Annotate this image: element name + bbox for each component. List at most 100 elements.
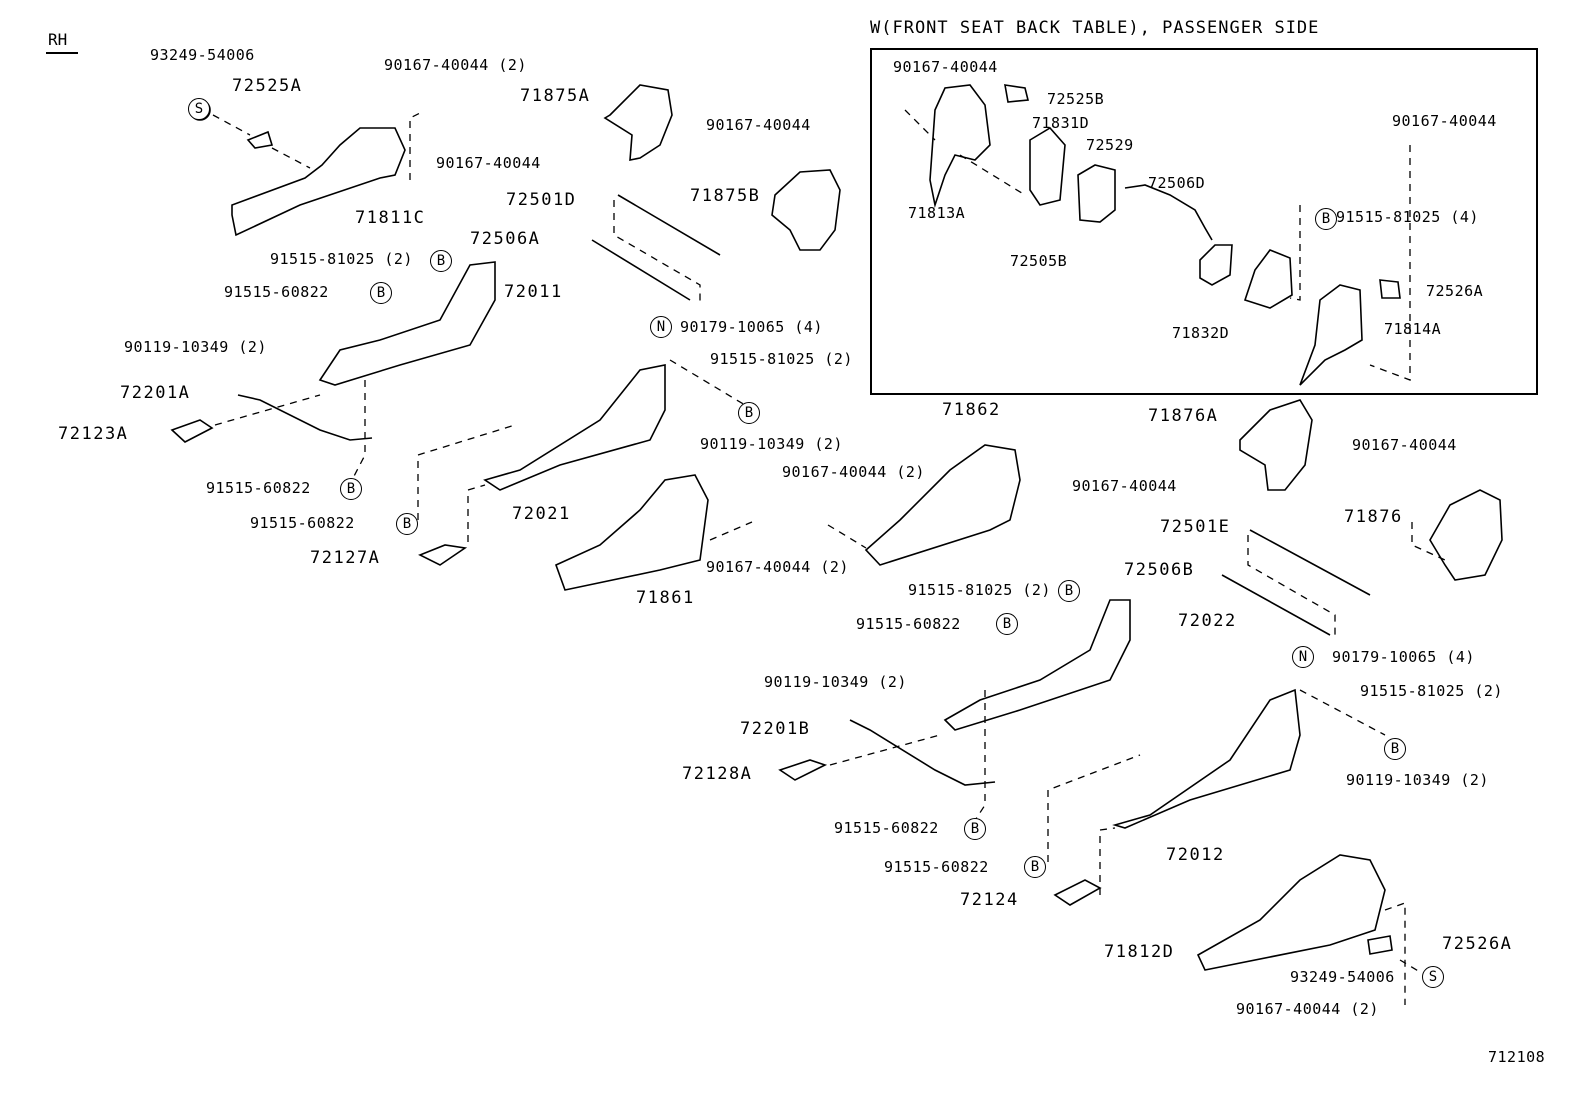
inset-part-72526a: [1379, 279, 1401, 299]
inset-label: 71831D: [1032, 114, 1090, 132]
part-label: 91515-60822: [206, 479, 311, 497]
part-label: 90167-40044: [1072, 477, 1177, 495]
part-label: 90167-40044 (2): [782, 463, 925, 481]
part-71876a: [1239, 399, 1313, 491]
callout-bolt: B: [996, 613, 1018, 635]
inset-label: 91515-81025 (4): [1336, 208, 1479, 226]
part-label: 71812D: [1104, 942, 1175, 962]
part-72506b: [1221, 574, 1331, 636]
part-label: 90119-10349 (2): [124, 338, 267, 356]
part-71876: [1429, 489, 1503, 581]
part-label: 72506B: [1124, 560, 1195, 580]
inset-part-72529: [1124, 184, 1213, 241]
part-label: 72123A: [58, 424, 129, 444]
part-72501e: [1249, 529, 1371, 596]
part-72506a: [591, 239, 691, 301]
part-label: 90167-40044: [436, 154, 541, 172]
callout-bolt: B: [1384, 738, 1406, 760]
callout-bolt: B: [1315, 208, 1337, 230]
part-label: 71876A: [1148, 406, 1219, 426]
part-72201b: [849, 719, 996, 786]
part-label: 91515-81025 (2): [908, 581, 1051, 599]
part-72525a: [246, 130, 274, 149]
figure-number: 712108: [1488, 1048, 1546, 1066]
part-label: 91515-60822: [884, 858, 989, 876]
part-label: 93249-54006: [1290, 968, 1395, 986]
callout-bolt: B: [964, 818, 986, 840]
part-label: 72501D: [506, 190, 577, 210]
part-label: 72201A: [120, 383, 191, 403]
part-72128a: [778, 759, 828, 781]
inset-part-72525b: [1004, 84, 1030, 103]
inset-part-71831d: [1077, 164, 1116, 223]
part-label: 91515-81025 (2): [270, 250, 413, 268]
callout-nut: N: [1292, 646, 1314, 668]
inset-label: 90167-40044: [893, 58, 998, 76]
part-label: 91515-60822: [856, 615, 961, 633]
inset-part-72505b: [1029, 126, 1066, 206]
part-label: 90167-40044 (2): [706, 558, 849, 576]
inset-label: 90167-40044: [1392, 112, 1497, 130]
callout-bolt: B: [430, 250, 452, 272]
part-71811c: [231, 127, 406, 237]
callout-bolt: B: [370, 282, 392, 304]
part-label: 72021: [512, 504, 571, 524]
inset-label: 71813A: [908, 204, 966, 222]
part-label: 91515-81025 (2): [710, 350, 853, 368]
part-label: 72128A: [682, 764, 753, 784]
inset-title: W(FRONT SEAT BACK TABLE), PASSENGER SIDE: [870, 18, 1320, 38]
part-label: 90167-40044 (2): [384, 56, 527, 74]
part-label: 71875A: [520, 86, 591, 106]
part-label: 90167-40044: [706, 116, 811, 134]
callout-bolt: B: [1024, 856, 1046, 878]
part-72022: [943, 599, 1131, 731]
part-label: 72526A: [1442, 934, 1513, 954]
part-label: 90179-10065 (4): [1332, 648, 1475, 666]
side-label: RH: [48, 30, 68, 49]
inset-label: 71832D: [1172, 324, 1230, 342]
part-label: 72124: [960, 890, 1019, 910]
part-label: 91515-60822: [250, 514, 355, 532]
part-label: 71811C: [355, 208, 426, 228]
part-72123a: [170, 419, 214, 443]
part-label: 93249-54006: [150, 46, 255, 64]
part-72012: [1112, 688, 1301, 829]
part-72501d: [617, 194, 721, 256]
inset-label: 72525B: [1047, 90, 1105, 108]
inset-label: 72506D: [1148, 174, 1206, 192]
part-label: 72127A: [310, 548, 381, 568]
part-label: 90119-10349 (2): [1346, 771, 1489, 789]
inset-label: 72505B: [1010, 252, 1068, 270]
part-71812d: [1196, 854, 1386, 971]
part-label: 72506A: [470, 229, 541, 249]
inset-label: 72526A: [1426, 282, 1484, 300]
part-72021: [483, 364, 666, 491]
part-71875b: [771, 169, 841, 251]
callout-bolt: B: [738, 402, 760, 424]
part-72526a: [1367, 935, 1393, 955]
part-label: 72011: [504, 282, 563, 302]
part-72201a: [237, 394, 373, 441]
part-72127a: [418, 544, 468, 566]
inset-label: 71814A: [1384, 320, 1442, 338]
part-label: 72022: [1178, 611, 1237, 631]
part-label: 72012: [1166, 845, 1225, 865]
callout-screw: S: [1422, 966, 1444, 988]
callout-bolt: B: [1058, 580, 1080, 602]
part-label: 91515-60822: [834, 819, 939, 837]
inset-part-72506d: [1243, 249, 1293, 309]
part-71861: [554, 474, 709, 591]
part-label: 90167-40044 (2): [1236, 1000, 1379, 1018]
part-label: 71861: [636, 588, 695, 608]
inset-part-71814a: [1299, 284, 1363, 386]
part-label: 72525A: [232, 76, 303, 96]
part-label: 71876: [1344, 507, 1403, 527]
callout-screw: S: [188, 98, 210, 120]
part-label: 91515-81025 (2): [1360, 682, 1503, 700]
callout-bolt: B: [396, 513, 418, 535]
part-label: 71875B: [690, 186, 761, 206]
part-72124: [1053, 879, 1102, 906]
callout-bolt: B: [340, 478, 362, 500]
part-label: 90119-10349 (2): [700, 435, 843, 453]
side-label-underline: [46, 52, 78, 54]
